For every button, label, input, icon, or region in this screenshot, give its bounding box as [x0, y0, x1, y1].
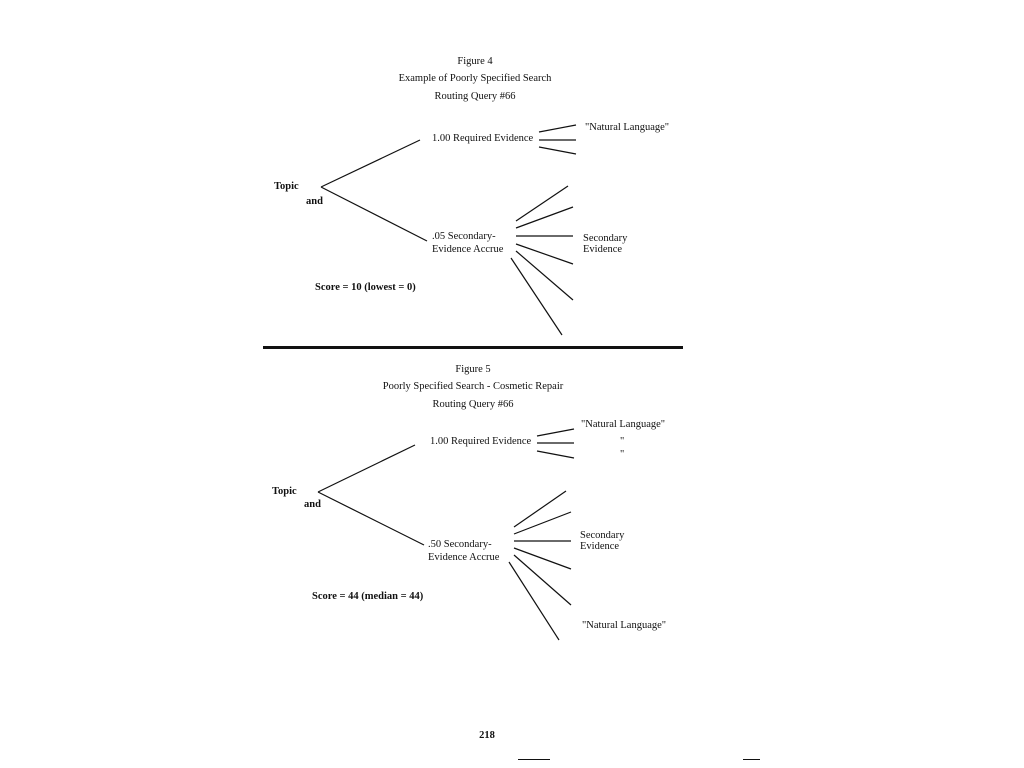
fig5-secondary-leaf-bottom: "Natural Language"	[582, 620, 667, 631]
fig5-sec-leaf-6	[508, 561, 560, 641]
fig5-required-leaf: "Natural Language"	[581, 419, 666, 430]
fig4-score: Score = 10 (lowest = 0)	[315, 282, 416, 293]
fig4-required-node: 1.00 Required Evidence	[432, 133, 534, 144]
fig5-sec-leaf-1	[513, 490, 567, 528]
figure4-lines	[320, 124, 577, 336]
fig4-required-leaf: "Natural Language"	[585, 122, 670, 133]
figure-separator	[263, 346, 683, 349]
fig4-topic-label: Topic	[274, 181, 299, 192]
fig5-title: Figure 5	[455, 364, 491, 375]
fig5-ditto-1: "	[620, 436, 625, 447]
fig4-sec-leaf-6	[510, 257, 563, 336]
fig4-sec-leaf-1	[515, 185, 569, 222]
fig5-req-leaf-1	[536, 428, 575, 437]
fig5-branch-secondary	[317, 491, 425, 546]
fig5-sec-leaf-5	[513, 554, 572, 606]
fig4-query: Routing Query #66	[434, 91, 516, 102]
fig5-secondary-leaf-line1: Secondary	[580, 530, 625, 541]
fig5-and-label: and	[304, 499, 321, 510]
fig4-title: Figure 4	[457, 56, 493, 67]
fig5-secondary-node-line2: Evidence Accrue	[428, 552, 500, 563]
fig5-required-node: 1.00 Required Evidence	[430, 436, 532, 447]
fig4-secondary-node-line2: Evidence Accrue	[432, 244, 504, 255]
fig4-branch-required	[320, 139, 421, 188]
fig5-sec-leaf-4	[513, 547, 572, 570]
fig4-sec-leaf-5	[515, 250, 574, 301]
fig5-query: Routing Query #66	[432, 399, 514, 410]
fig5-secondary-leaf-line2: Evidence	[580, 541, 620, 552]
fig5-req-leaf-3	[536, 450, 575, 459]
fig4-req-leaf-3	[538, 146, 577, 155]
fig4-sec-leaf-4	[515, 243, 574, 265]
fig4-and-label: and	[306, 196, 323, 207]
fig4-branch-secondary	[320, 186, 428, 242]
fig5-ditto-2: "	[620, 449, 625, 460]
fig5-branch-required	[317, 444, 416, 493]
figure5-lines	[317, 428, 575, 641]
fig4-req-leaf-1	[538, 124, 577, 133]
fig5-topic-label: Topic	[272, 486, 297, 497]
fig5-sec-leaf-2	[513, 511, 572, 535]
fig4-secondary-leaf-line1: Secondary	[583, 233, 628, 244]
fig5-score: Score = 44 (median = 44)	[312, 591, 424, 602]
footer-rule-right	[743, 759, 760, 760]
fig4-sec-leaf-2	[515, 206, 574, 229]
fig4-secondary-leaf-line2: Evidence	[583, 244, 623, 255]
page-number: 218	[479, 730, 495, 741]
fig5-subtitle: Poorly Specified Search - Cosmetic Repai…	[382, 381, 564, 392]
footer-rule-left	[518, 759, 550, 760]
fig4-subtitle: Example of Poorly Specified Search	[398, 73, 552, 84]
fig5-secondary-node-line1: .50 Secondary-	[428, 539, 492, 550]
fig4-secondary-node-line1: .05 Secondary-	[432, 231, 496, 242]
